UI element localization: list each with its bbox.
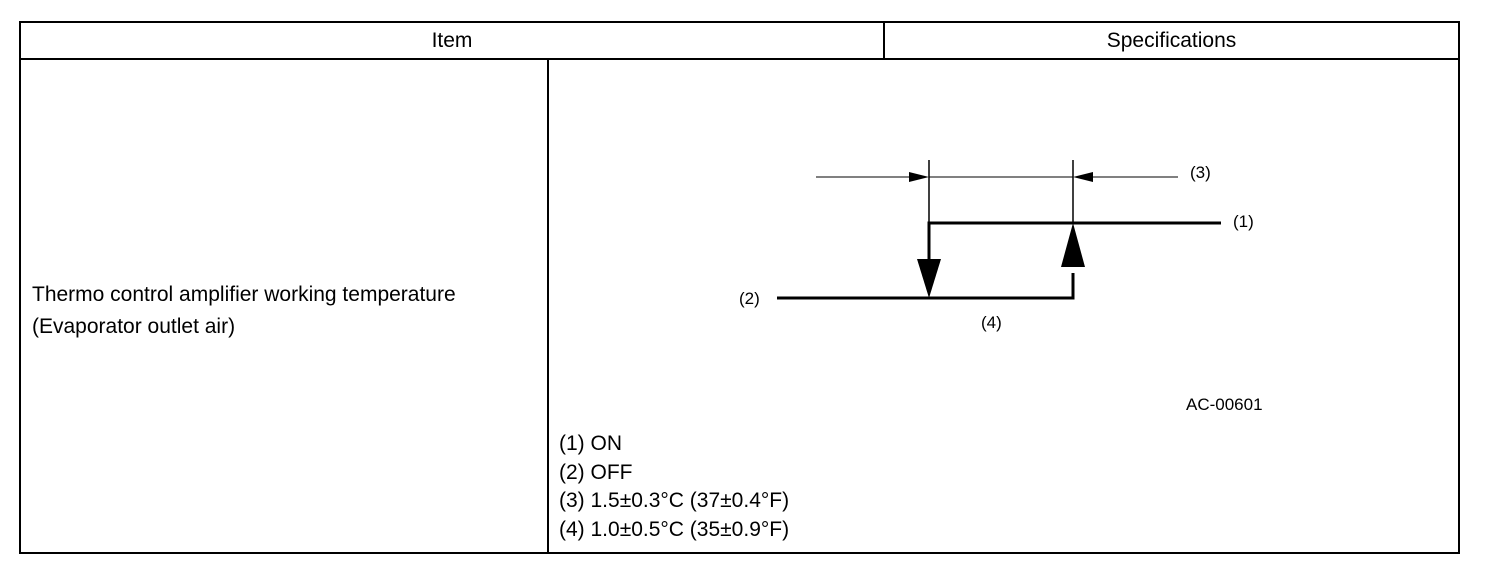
label-1: (1) [1233,212,1254,231]
spec-table: Item Specifications Thermo control ampli… [19,21,1460,554]
dimension-arrow-right-icon [909,172,929,182]
dimension-arrow-left-icon [1073,172,1093,182]
legend-item-3: (3) 1.5±0.3°C (37±0.4°F) [559,489,790,512]
legend-item-2: (2) OFF [559,460,633,484]
switch-off-arrow-icon [917,259,941,298]
item-line-2: (Evaporator outlet air) [32,315,236,338]
label-4: (4) [981,313,1002,332]
item-cell: Thermo control amplifier working tempera… [21,60,549,552]
figure-code: AC-00601 [1186,395,1263,414]
item-description: Thermo control amplifier working tempera… [32,279,456,343]
legend-item-4: (4) 1.0±0.5°C (35±0.9°F) [559,517,790,541]
on-line [927,221,1221,259]
specification-cell: (3) (1) (2) (4) AC-00601 (1) ON (2) OFF … [549,60,1458,552]
label-3: (3) [1190,163,1211,182]
header-item: Item [21,23,885,60]
legend: (1) ON (2) OFF (3) 1.5±0.3°C (37±0.4°F) … [559,430,789,544]
legend-item-1: (1) ON [559,432,622,455]
item-line-1: Thermo control amplifier working tempera… [32,283,456,306]
switch-on-arrow-icon [1061,223,1085,267]
hysteresis-diagram: (3) (1) (2) (4) AC-00601 [739,160,1263,414]
header-specifications: Specifications [885,23,1458,60]
label-2: (2) [739,289,760,308]
off-line [777,273,1075,300]
